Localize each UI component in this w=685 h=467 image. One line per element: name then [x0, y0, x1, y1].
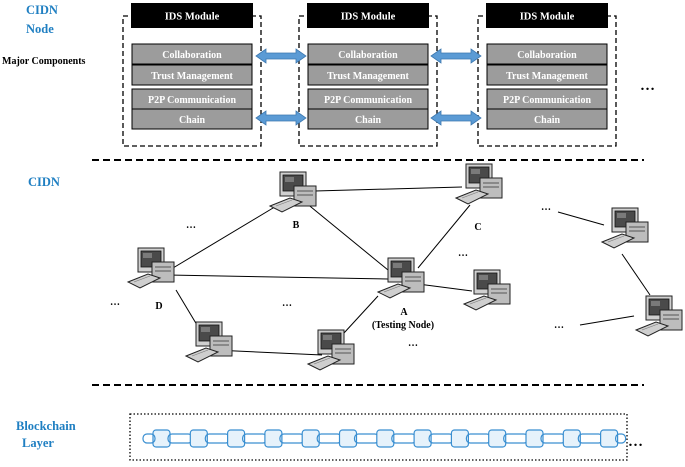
cidn-node-label-line2: Node: [26, 22, 54, 36]
chain-link: [279, 433, 305, 444]
network-ellipsis-7: …: [554, 320, 565, 331]
blockchain-layer-label-line1: Blockchain: [16, 419, 76, 433]
blockchain-frame: [129, 413, 628, 461]
layer-box: [131, 108, 253, 130]
layer-label: P2P Communication: [148, 95, 236, 106]
arrow-chain-1-2: [255, 110, 307, 126]
ids-module-title: IDS Module: [165, 12, 220, 23]
chain-block: [189, 429, 208, 448]
layer-box: [486, 64, 608, 86]
node-a-label: A: [400, 307, 408, 318]
ids-module-header: [486, 3, 608, 28]
network-ellipsis-3: …: [541, 202, 552, 213]
computer-c: [455, 163, 503, 205]
computer-bottom-center: [307, 329, 355, 371]
layer-label: Collaboration: [162, 50, 222, 61]
blockchain: [142, 429, 627, 448]
layer-box: [486, 108, 608, 130]
chain-link: [577, 433, 604, 444]
chain-link: [614, 433, 627, 444]
chain-block: [450, 429, 469, 448]
computer-bottom-left: [185, 321, 233, 363]
layer-label: Collaboration: [517, 50, 577, 61]
chain-block: [488, 429, 507, 448]
layer-label: Trust Management: [327, 71, 409, 82]
chain-block: [227, 429, 246, 448]
cidn-label: CIDN: [28, 175, 60, 189]
network-ellipsis-1: …: [186, 220, 197, 231]
computer-d: [127, 247, 175, 289]
computer-a: [377, 257, 425, 299]
chain-link: [540, 433, 566, 444]
ids-module-title: IDS Module: [520, 12, 575, 23]
chain-block: [599, 429, 619, 448]
layer-label: Chain: [179, 115, 206, 126]
chain-block: [264, 429, 283, 448]
node-c-label: C: [474, 222, 481, 233]
layer-label: Chain: [355, 115, 382, 126]
ids-module-header: [131, 3, 253, 28]
chain-block: [413, 429, 432, 448]
chain-block: [525, 429, 544, 448]
node-a-sublabel: (Testing Node): [372, 320, 434, 331]
node-b-label: B: [293, 220, 300, 231]
arrow-chain-2-3: [430, 110, 482, 126]
layer-label: P2P Communication: [324, 95, 412, 106]
arrow-collaboration-2-3: [430, 48, 482, 64]
ids-module-title: IDS Module: [341, 12, 396, 23]
chain-link: [428, 433, 455, 444]
chain-link: [167, 433, 193, 444]
blockchain-ellipsis: …: [628, 434, 644, 450]
network-ellipsis-2: …: [458, 248, 469, 259]
chain-link: [242, 433, 268, 444]
module-ellipsis: …: [640, 78, 656, 94]
layer-label: Trust Management: [151, 71, 233, 82]
computer-b: [269, 171, 317, 213]
chain-block: [562, 429, 581, 448]
layer-box: [307, 43, 429, 65]
chain-link: [391, 433, 417, 444]
layer-label: Chain: [534, 115, 561, 126]
chain-link: [142, 433, 156, 444]
cidn-node-label-line1: CIDN: [26, 3, 58, 17]
computer-right-middle: [463, 269, 511, 311]
major-components-label: Major Components: [2, 56, 86, 67]
chain-block: [152, 429, 171, 448]
network-ellipsis-4: …: [110, 297, 121, 308]
layer-box: [131, 64, 253, 86]
layer-box: [131, 43, 253, 65]
chain-link: [204, 433, 231, 444]
chain-block: [301, 429, 320, 448]
layer-label: Collaboration: [338, 50, 398, 61]
chain-link: [503, 433, 529, 444]
layer-box: [486, 43, 608, 65]
blockchain-layer-label-line2: Layer: [22, 436, 54, 450]
chain-block: [376, 429, 395, 448]
chain-link: [353, 433, 380, 444]
chain-block: [338, 429, 358, 448]
layer-label: Trust Management: [506, 71, 588, 82]
chain-link: [465, 433, 492, 444]
computer-far-right-top: [601, 207, 649, 249]
layer-box: [307, 108, 429, 130]
layer-label: P2P Communication: [503, 95, 591, 106]
network-ellipsis-5: …: [282, 298, 293, 309]
network-ellipsis-6: …: [408, 338, 419, 349]
chain-link: [316, 433, 343, 444]
layer-box: [307, 64, 429, 86]
computer-far-right-bottom: [635, 295, 683, 337]
ids-module-header: [307, 3, 429, 28]
node-d-label: D: [155, 301, 162, 312]
arrow-collaboration-1-2: [255, 48, 307, 64]
